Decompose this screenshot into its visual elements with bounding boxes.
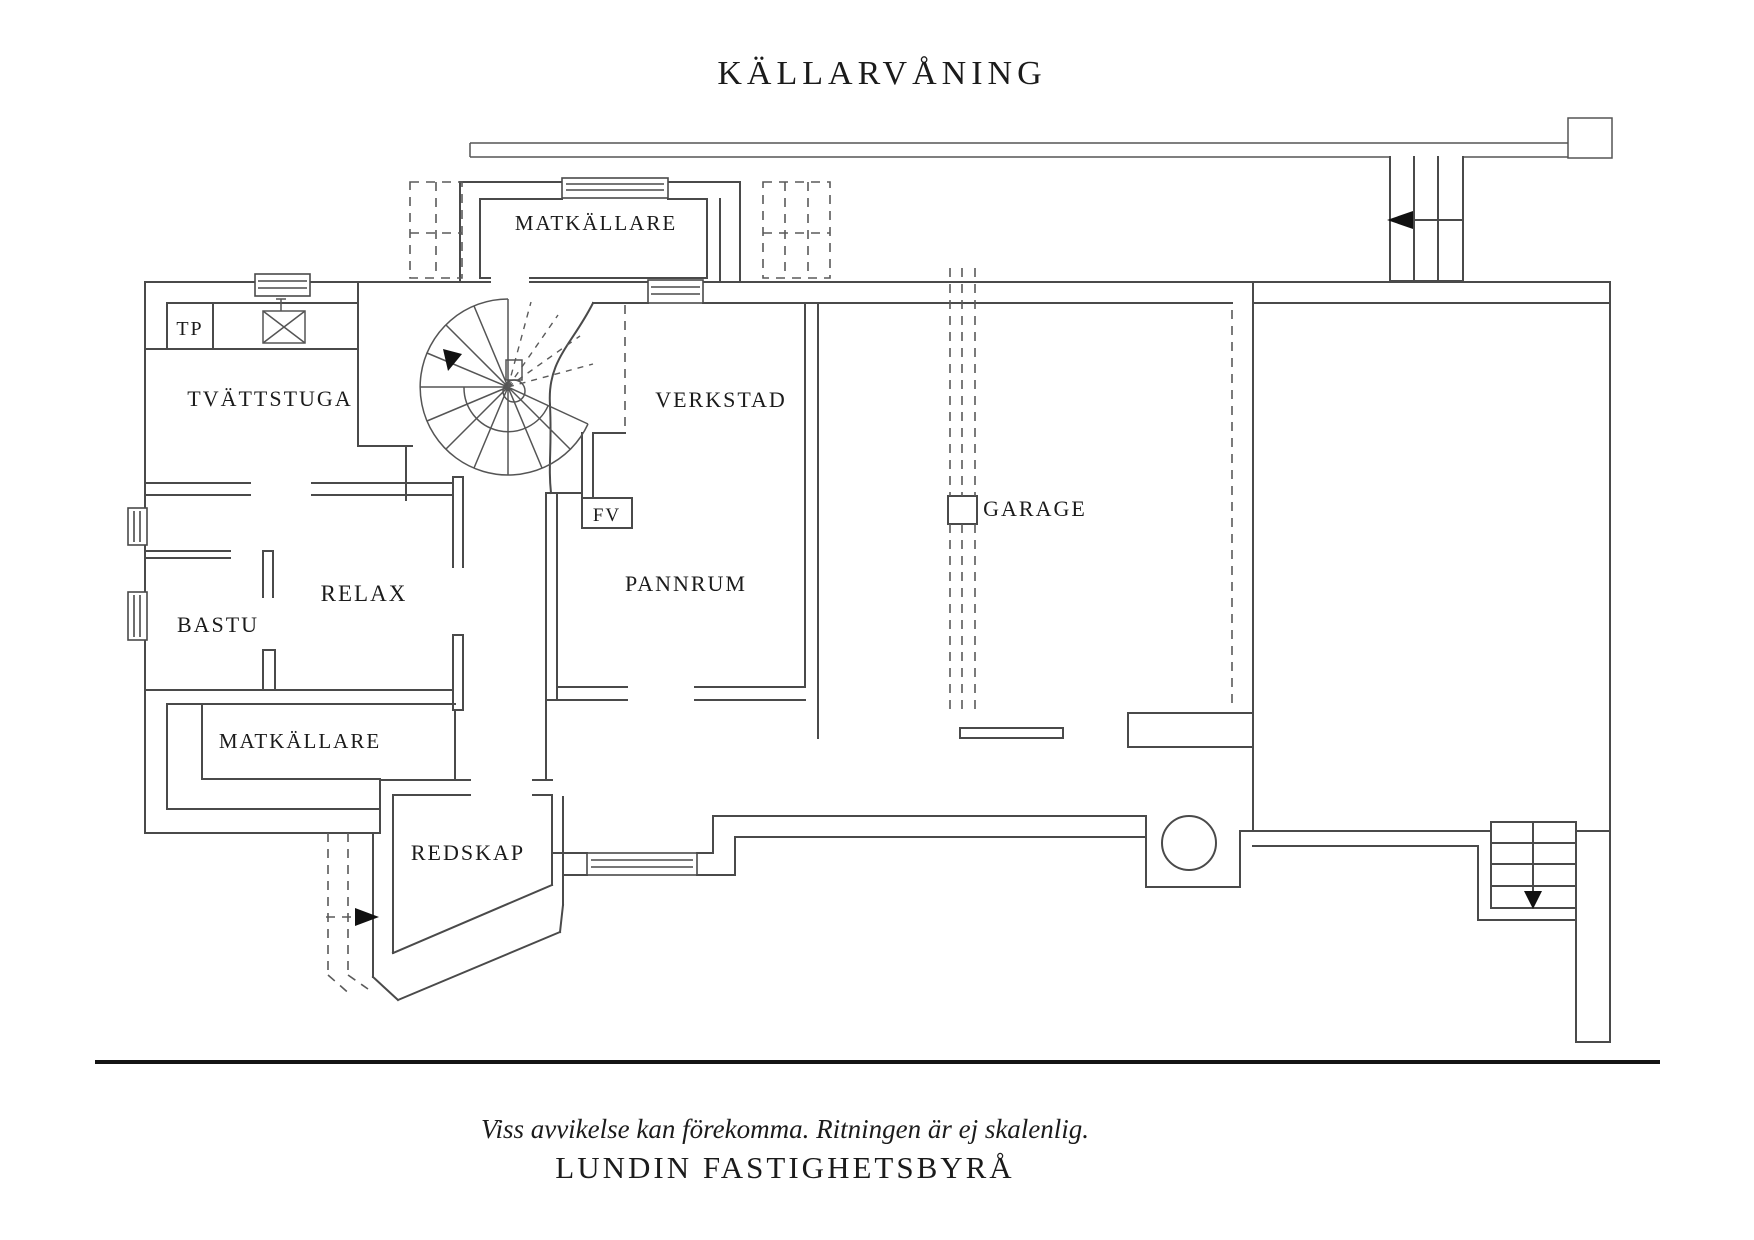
window-matkallare-top: [561, 177, 669, 199]
label-bastu: BASTU: [177, 612, 259, 637]
lower-rooms-walls: [144, 689, 547, 834]
garage-track-lines: [949, 268, 976, 713]
redskap-walls: [371, 779, 588, 1002]
entry-bottom-left: [326, 833, 379, 997]
window-bottom: [586, 852, 698, 876]
stair-arrow-left-icon: [1387, 211, 1413, 229]
label-verkstad: VERKSTAD: [655, 387, 787, 412]
overhang-right: [762, 181, 831, 279]
label-garage: GARAGE: [983, 496, 1087, 521]
label-tvattstuga: TVÄTTSTUGA: [187, 386, 352, 411]
label-matkallare-top: MATKÄLLARE: [515, 211, 677, 235]
page-title: KÄLLARVÅNING: [717, 55, 1046, 92]
label-fv: FV: [593, 505, 621, 526]
window-tvattstuga: [254, 273, 311, 297]
pannrum-walls: [545, 301, 806, 701]
tvattstuga-walls: [144, 281, 413, 501]
overhang-left: [409, 181, 463, 279]
spiral-stair-arrow-icon: [443, 349, 462, 371]
room-labels: MATKÄLLARE TP TVÄTTSTUGA VERKSTAD GARAGE…: [176, 211, 1087, 865]
right-section-walls: [1252, 830, 1611, 1043]
label-relax: RELAX: [321, 581, 408, 606]
newel-post: [502, 379, 526, 403]
drain-well-icon: [1161, 815, 1217, 871]
footer-disclaimer: Viss avvikelse kan förekomma. Ritningen …: [481, 1114, 1089, 1144]
windows: [127, 177, 704, 876]
exterior-stairs-bottom-right: [1490, 821, 1577, 909]
label-pannrum: PANNRUM: [625, 571, 747, 596]
window-left-lower: [127, 591, 148, 641]
label-redskap: REDSKAP: [411, 840, 525, 865]
footer-agency: LUNDIN FASTIGHETSBYRÅ: [555, 1150, 1014, 1185]
window-verkstad: [647, 279, 704, 304]
bottom-wall-band: [696, 815, 1254, 888]
spiral-staircase: [419, 298, 594, 476]
fv-duct-box: [581, 497, 633, 529]
matkallare-top-room-walls: [459, 181, 741, 283]
relax-walls: [144, 476, 464, 711]
exterior-walls: [144, 117, 1613, 1043]
garage-walls: [804, 302, 1254, 748]
label-tp: TP: [176, 318, 203, 340]
exterior-stairs-top-right: [1387, 156, 1464, 282]
floor-drain-icon: [262, 298, 306, 344]
entry-arrow-right-icon: [355, 908, 379, 926]
bastu-walls: [144, 550, 276, 691]
stair-arrow-down-icon: [1524, 891, 1542, 909]
overhead-dashed-structures: [409, 181, 1233, 713]
garage-pillar: [947, 495, 978, 525]
window-left-upper: [127, 507, 148, 546]
label-matkallare-lower: MATKÄLLARE: [219, 729, 381, 753]
